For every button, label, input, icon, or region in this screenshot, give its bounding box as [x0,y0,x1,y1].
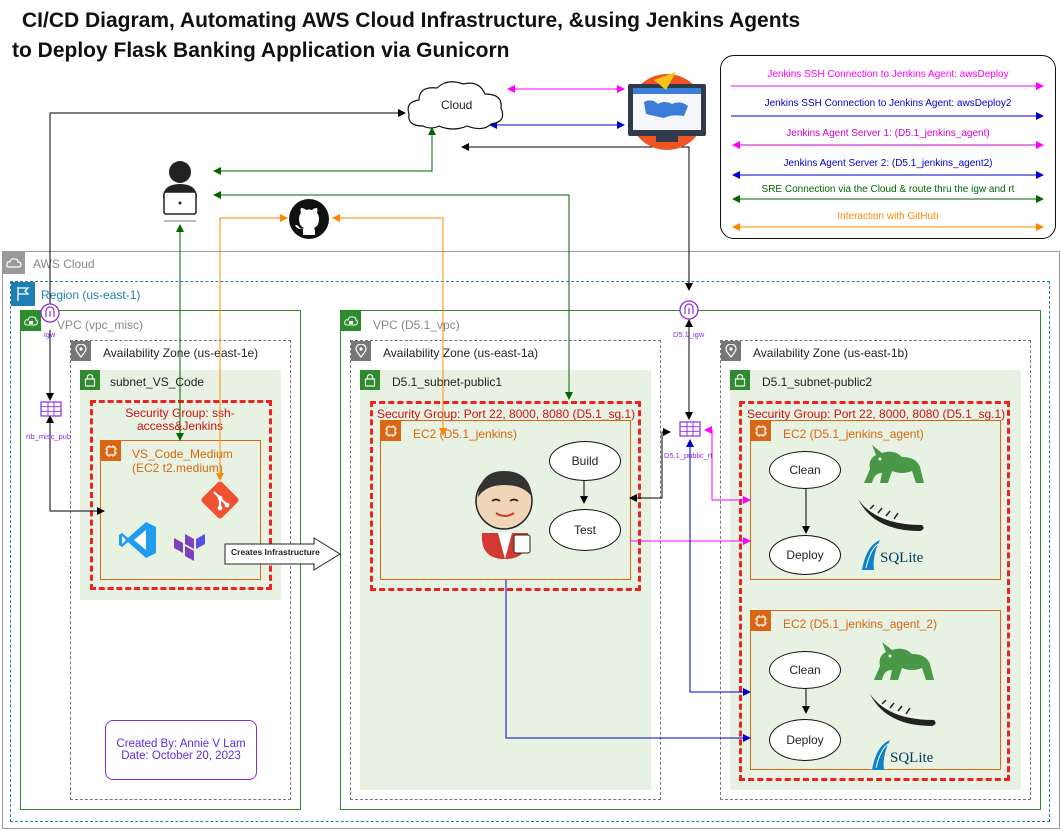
line-rtb-to-vscode [46,415,105,515]
az-pin-icon [721,341,741,361]
test-stage: Test [549,509,621,551]
legend-item-6: Interaction with GitHub [837,211,939,222]
misc-igw-icon [40,303,60,323]
line-sre-to-cloud [213,127,436,175]
terraform-icon [172,530,212,570]
region-label: Region (us-east-1) [41,288,141,302]
d51-igw-icon [679,300,699,320]
aws-cloud-icon [3,252,25,274]
clean-stage: Clean [769,651,841,689]
line-jenkins-to-agent2-blue [505,580,751,742]
line-cloud-to-d51-igw [461,143,693,291]
sqlite-icon: SQLite [860,538,932,574]
aws-cloud-label: AWS Cloud [33,257,95,271]
d51-route-table-label: D5.1_public_rt [664,451,713,460]
clean-stage: Clean [769,451,841,489]
clean-label: Clean [789,463,821,477]
creates-infrastructure-arrow: Creates Infrastructure [224,537,342,571]
region-flag-icon [11,282,35,306]
ec2-label: VS_Code_Medium [132,447,233,461]
line-sre-to-jenkins [213,191,570,315]
web-console-icon [624,70,710,152]
legend-item-4: Jenkins Agent Server 2: (D5.1_jenkins_ag… [783,158,993,169]
misc-route-table-icon [40,401,62,417]
jenkins-icon [470,463,540,561]
sre-user-icon [160,160,200,228]
line-cloud-to-misc-igw [49,109,406,315]
d51-route-table-icon [679,421,701,437]
cloud-label: Cloud [441,98,473,112]
sqlite-label: SQLite [880,550,924,566]
flask-horn-icon [856,495,928,533]
test-label: Test [573,523,596,537]
credit-box: Created By: Annie V Lam Date: October 20… [105,720,257,780]
d51-igw-label: D5.1_igw [673,330,705,339]
cloud-icon [407,81,504,130]
build-stage: Build [549,441,621,481]
gunicorn-unicorn-icon [866,640,938,684]
legend: Jenkins SSH Connection to Jenkins Agent:… [720,55,1056,239]
vpc-lock-icon [21,311,41,331]
git-icon [200,480,240,520]
ec2-chip-icon [751,611,771,631]
flask-horn-icon [868,690,940,728]
credit-date: Date: October 20, 2023 [121,750,241,762]
sg-label: Security Group: Port 22, 8000, 8080 (D5.… [747,407,1006,421]
misc-route-table-label: rtb_misc_pub [26,432,72,441]
sqlite-label: SQLite [890,750,934,766]
line-git-to-github [216,214,288,481]
ec2-chip-icon [101,441,121,461]
misc-igw-label: igw [44,330,56,339]
title-line-2: to Deploy Flask Banking Application via … [12,39,510,62]
creates-infrastructure-label: Creates Infrastructure [231,547,320,557]
line-rt-to-agent2-blue [686,439,751,696]
ec2-label: EC2 (D5.1_jenkins_agent_2) [783,617,938,631]
legend-item-2: Jenkins SSH Connection to Jenkins Agent:… [764,98,1012,109]
legend-item-5: SRE Connection via the Cloud & route thr… [761,184,1015,195]
line-github-to-jenkins [332,214,447,436]
ec2-jenkins-agent: EC2 (D5.1_jenkins_agent) [750,420,1001,580]
line-rt-to-jenkins [629,428,671,502]
subnet-label: D5.1_subnet-public2 [762,375,873,389]
build-label: Build [571,454,599,468]
az-label: Availability Zone (us-east-1b) [753,346,909,360]
subnet-public2: D5.1_subnet-public2 [730,370,1021,790]
github-icon [289,199,329,239]
clean-label: Clean [789,663,821,677]
deploy-label: Deploy [786,733,824,747]
credit-author: Created By: Annie V Lam [116,738,246,750]
subnet-lock-icon [730,370,750,390]
ec2-chip-icon [751,421,771,441]
diagram-title: CI/CD Diagram, Automating AWS Cloud Infr… [12,6,800,66]
vpc-misc-label: VPC (vpc_misc) [57,318,144,332]
deploy-label: Deploy [786,548,824,562]
ec2-type-label: (EC2 t2.medium) [132,461,223,475]
deploy-stage: Deploy [769,719,841,761]
title-line-1: CI/CD Diagram, Automating AWS Cloud Infr… [22,9,801,32]
line-rt-to-agent-magenta [704,426,751,504]
legend-item-3: Jenkins Agent Server 1: (D5.1_jenkins_ag… [786,128,990,139]
legend-item-1: Jenkins SSH Connection to Jenkins Agent:… [767,69,1009,80]
az-pin-icon [71,341,91,361]
subnet-lock-icon [80,370,100,390]
cloud-node: Cloud [403,78,509,132]
ec2-label: EC2 (D5.1_jenkins_agent) [783,427,924,441]
vscode-icon [118,520,158,560]
deploy-stage: Deploy [769,535,841,575]
gunicorn-unicorn-icon [858,443,926,487]
sqlite-icon: SQLite [870,738,942,774]
